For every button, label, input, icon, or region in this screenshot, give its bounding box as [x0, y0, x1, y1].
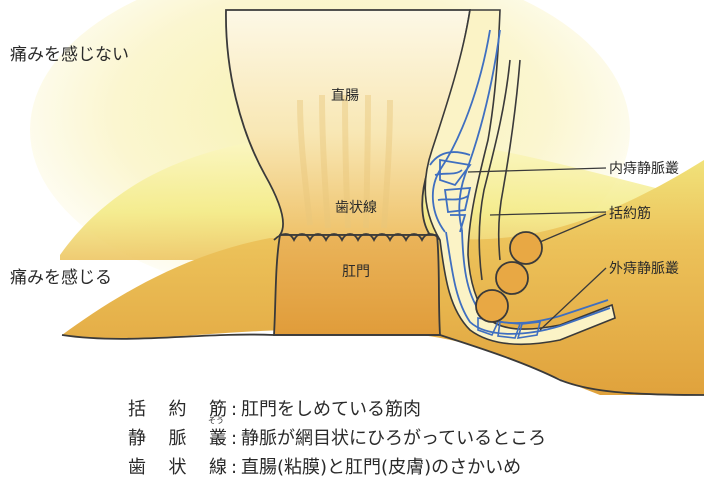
legend-desc: 静脈が網目状にひろがっているところ — [241, 424, 546, 453]
label-no-pain: 痛みを感じない — [10, 45, 129, 65]
label-sphincter: 括約筋 — [609, 205, 651, 222]
legend-colon: : — [227, 395, 241, 424]
legend-desc: 肛門をしめている筋肉 — [241, 395, 421, 424]
legend-row-dentate: 歯状線 : 直腸(粘膜)と肛門(皮膚)のさかいめ — [128, 453, 688, 482]
label-external-plexus: 外痔静脈叢 — [609, 260, 679, 277]
label-rectum: 直腸 — [331, 87, 359, 104]
legend-colon: : — [227, 424, 241, 453]
sphincter-circle-3 — [476, 290, 508, 322]
legend-colon: : — [227, 453, 241, 482]
legend-term: 静脈叢そう — [128, 424, 227, 453]
legend-desc: 直腸(粘膜)と肛門(皮膚)のさかいめ — [241, 453, 521, 482]
legend-row-plexus: 静脈叢そう : 静脈が網目状にひろがっているところ — [128, 424, 688, 453]
label-pain: 痛みを感じる — [10, 268, 112, 288]
label-dentate-line: 歯状線 — [335, 200, 377, 216]
label-anus: 肛門 — [342, 264, 370, 280]
sphincter-circle-2 — [496, 262, 528, 294]
label-internal-plexus: 内痔静脈叢 — [609, 160, 679, 177]
legend: 括約筋 : 肛門をしめている筋肉 静脈叢そう : 静脈が網目状にひろがっていると… — [128, 395, 688, 482]
sphincter-circle-1 — [510, 232, 542, 264]
ruby-reading: そう — [208, 417, 224, 425]
legend-term-text: 静脈叢 — [128, 428, 227, 449]
legend-term: 歯状線 — [128, 453, 227, 482]
anal-canal — [274, 235, 440, 335]
